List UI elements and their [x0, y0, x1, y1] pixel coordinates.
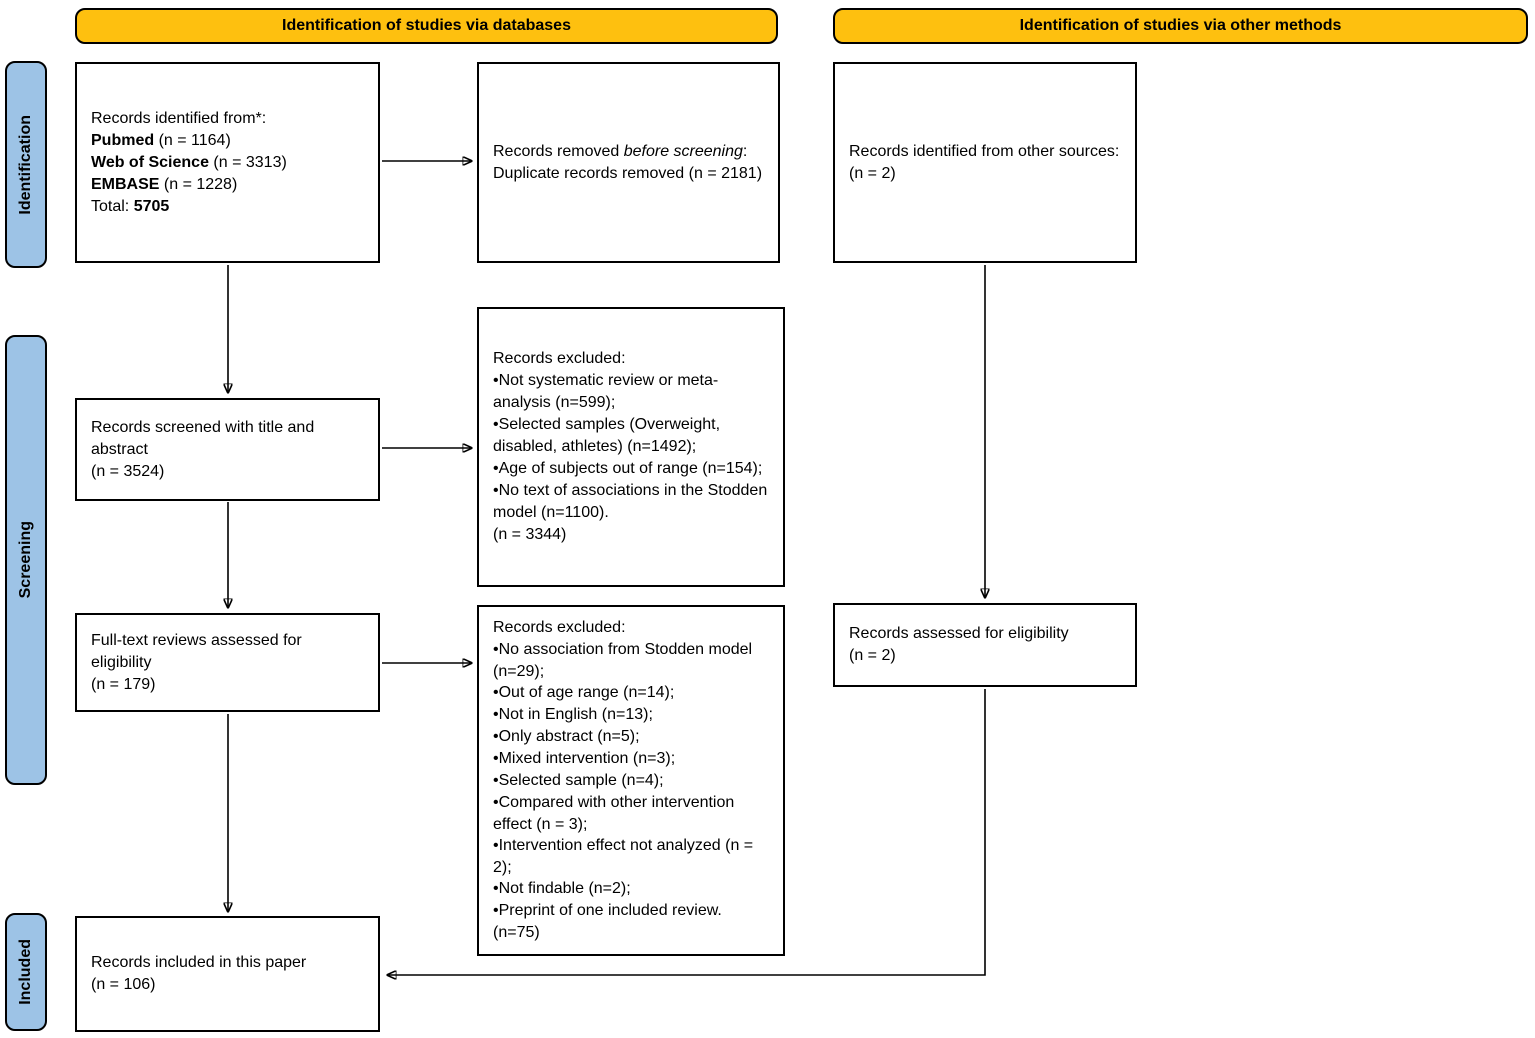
text-line: (n = 179)	[91, 675, 156, 693]
text-line: •Not findable (n=2);	[493, 880, 631, 897]
stage-identification-text: Identification	[17, 114, 34, 215]
text-line: •No text of associations in the Stodden …	[493, 482, 768, 521]
box-records-assessed-eligibility: Records assessed for eligibility (n = 2)	[833, 603, 1137, 687]
stage-label-included: Included	[5, 913, 47, 1031]
text-line: Web of Science (n = 3313)	[91, 153, 287, 171]
stage-included-text: Included	[17, 939, 34, 1005]
header-identification-via-databases: Identification of studies via databases	[75, 8, 778, 44]
text-line: •Intervention effect not analyzed (n = 2…	[493, 837, 754, 876]
text-line: (n = 3344)	[493, 526, 567, 543]
text-line: (n=75)	[493, 924, 540, 941]
text-line: •Selected sample (n=4);	[493, 772, 664, 789]
text-line: Records removed before screening:	[493, 142, 748, 160]
text-line: •Not in English (n=13);	[493, 706, 653, 723]
text-line: •Compared with other intervention effect…	[493, 794, 735, 833]
text-line: •Selected samples (Overweight, disabled,…	[493, 416, 721, 455]
text-line: Records excluded:	[493, 619, 626, 636]
text-line: •Age of subjects out of range (n=154);	[493, 460, 763, 477]
box-records-included: Records included in this paper (n = 106)	[75, 916, 380, 1032]
text-line: •Only abstract (n=5);	[493, 728, 640, 745]
text-line: •No association from Stodden model (n=29…	[493, 641, 753, 680]
text-line: •Not systematic review or meta-analysis …	[493, 372, 719, 411]
text-line: Records identified from other sources:	[849, 142, 1120, 160]
text-line: (n = 3524)	[91, 462, 165, 480]
stage-screening-text: Screening	[17, 521, 34, 599]
text-line: Records included in this paper	[91, 954, 307, 971]
text-line: Records assessed for eligibility	[849, 625, 1069, 642]
box-records-identified: Records identified from*: Pubmed (n = 116…	[75, 62, 380, 263]
header-identification-via-other-methods: Identification of studies via other meth…	[833, 8, 1528, 44]
text-line: Records identified from*:	[91, 109, 267, 127]
text-line: •Mixed intervention (n=3);	[493, 750, 676, 767]
text-line: (n = 106)	[91, 976, 156, 993]
box-records-excluded-screening: Records excluded: •Not systematic review …	[477, 307, 785, 587]
box-records-excluded-fulltext: Records excluded: •No association from St…	[477, 605, 785, 956]
header-other-methods-label: Identification of studies via other meth…	[1019, 17, 1342, 34]
box-records-removed-before-screening: Records removed before screening: Duplica…	[477, 62, 780, 263]
text-line: •Out of age range (n=14);	[493, 684, 675, 701]
text-line: EMBASE (n = 1228)	[91, 175, 238, 193]
header-databases-label: Identification of studies via databases	[282, 17, 571, 34]
text-line: Records screened with title and abstract	[91, 418, 315, 458]
box-records-other-sources: Records identified from other sources: (n…	[833, 62, 1137, 263]
box-fulltext-assessed: Full-text reviews assessed for eligibili…	[75, 613, 380, 712]
stage-label-screening: Screening	[5, 335, 47, 785]
box-records-screened: Records screened with title and abstract…	[75, 398, 380, 501]
text-line: Duplicate records removed (n = 2181)	[493, 164, 763, 182]
text-line: Full-text reviews assessed for eligibili…	[91, 631, 302, 671]
text-line: Total: 5705	[91, 197, 170, 215]
text-line: (n = 2)	[849, 164, 896, 182]
text-line: Records excluded:	[493, 350, 626, 367]
stage-label-identification: Identification	[5, 61, 47, 268]
text-line: Pubmed (n = 1164)	[91, 131, 231, 149]
text-line: •Preprint of one included review.	[493, 902, 722, 919]
text-line: (n = 2)	[849, 647, 896, 664]
